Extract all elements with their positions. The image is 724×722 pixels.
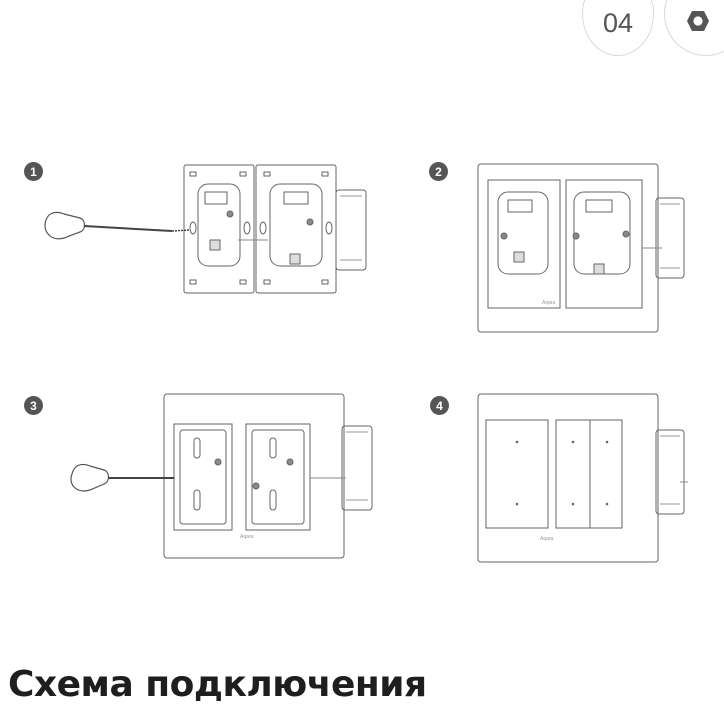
brand-mark: Aqara [542,300,556,306]
section-title: Схема подключения [8,664,427,705]
page-number: 04 [602,8,634,38]
page-number-badge: 04 [582,0,654,56]
step-number-4: 4 [430,396,449,415]
step-number-2: 2 [429,162,448,181]
step-number-3: 3 [24,396,43,415]
brand-mark: Aqara [540,536,554,542]
hexagon-nut-icon [687,11,709,31]
step-1-illustration [44,164,367,294]
screwdriver-icon [70,463,174,492]
step-2-illustration: Aqara [477,163,685,333]
step-4-illustration: Aqara [477,393,688,563]
brand-mark: Aqara [240,534,254,540]
step-number-1: 1 [24,162,43,181]
section-icon-badge [664,0,724,56]
step-3-illustration: Aqara [70,393,373,559]
screwdriver-icon [44,211,191,240]
